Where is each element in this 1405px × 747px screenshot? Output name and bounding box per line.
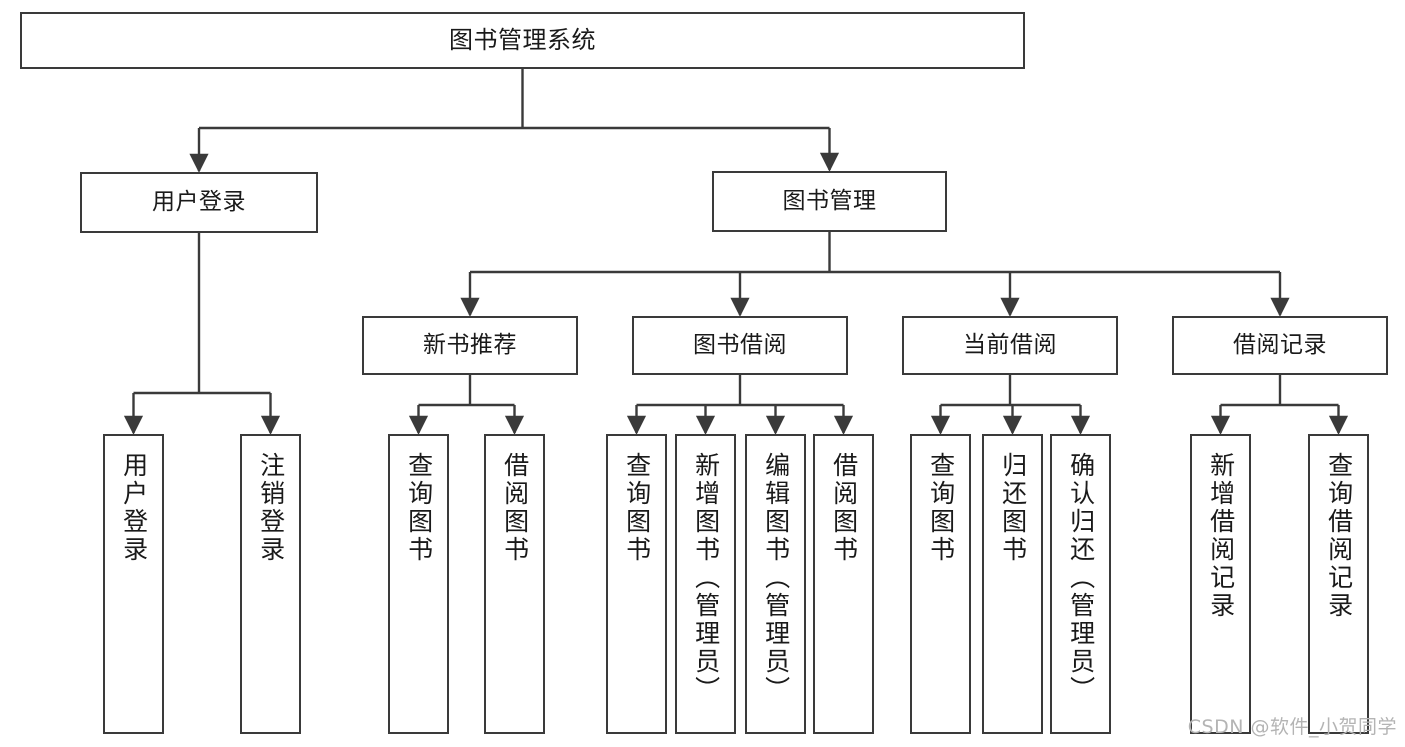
node-bookmgmt[interactable]: 图书管理 — [712, 171, 947, 232]
node-label: 图书借阅 — [693, 331, 787, 358]
node-label: 查询图书 — [622, 452, 652, 564]
node-login[interactable]: 用户登录 — [80, 172, 318, 233]
node-leaf-rec-query[interactable]: 查询借阅记录 — [1308, 434, 1369, 734]
node-label: 借阅记录 — [1233, 331, 1327, 358]
node-label: 借阅图书 — [829, 452, 859, 564]
node-root[interactable]: 图书管理系统 — [20, 12, 1025, 69]
node-leaf-bw-add[interactable]: 新增图书（管理员） — [675, 434, 736, 734]
node-leaf-rec-add[interactable]: 新增借阅记录 — [1190, 434, 1251, 734]
node-leaf-cur-return[interactable]: 归还图书 — [982, 434, 1043, 734]
node-leaf-user-login[interactable]: 用户登录 — [103, 434, 164, 734]
node-label: 查询图书 — [404, 452, 434, 564]
node-newbook[interactable]: 新书推荐 — [362, 316, 578, 375]
node-leaf-bw-query[interactable]: 查询图书 — [606, 434, 667, 734]
node-borrow[interactable]: 图书借阅 — [632, 316, 848, 375]
node-leaf-cur-query[interactable]: 查询图书 — [910, 434, 971, 734]
watermark-label: CSDN @软件_小贺同学 — [1187, 716, 1397, 738]
node-leaf-bw-edit[interactable]: 编辑图书（管理员） — [745, 434, 806, 734]
node-label: 借阅图书 — [500, 452, 530, 564]
node-label: 注销登录 — [256, 452, 286, 564]
node-label: 新增图书（管理员） — [691, 452, 721, 704]
connector-paths — [123, 69, 1349, 435]
node-label: 查询借阅记录 — [1324, 452, 1354, 620]
node-current[interactable]: 当前借阅 — [902, 316, 1118, 375]
node-label: 编辑图书（管理员） — [761, 452, 791, 704]
node-label: 查询图书 — [926, 452, 956, 564]
node-label: 新书推荐 — [423, 331, 517, 358]
node-leaf-cur-confirm[interactable]: 确认归还（管理员） — [1050, 434, 1111, 734]
node-leaf-nb-query[interactable]: 查询图书 — [388, 434, 449, 734]
node-records[interactable]: 借阅记录 — [1172, 316, 1388, 375]
node-label: 图书管理 — [782, 187, 877, 214]
node-label: 归还图书 — [998, 452, 1028, 564]
node-label: 当前借阅 — [963, 331, 1057, 358]
node-label: 用户登录 — [119, 452, 149, 564]
node-leaf-nb-borrow[interactable]: 借阅图书 — [484, 434, 545, 734]
node-label: 新增借阅记录 — [1206, 452, 1236, 620]
node-leaf-bw-borrow[interactable]: 借阅图书 — [813, 434, 874, 734]
node-label: 图书管理系统 — [449, 26, 596, 55]
node-label: 确认归还（管理员） — [1066, 452, 1096, 704]
node-label: 用户登录 — [152, 188, 246, 215]
node-leaf-user-logout[interactable]: 注销登录 — [240, 434, 301, 734]
